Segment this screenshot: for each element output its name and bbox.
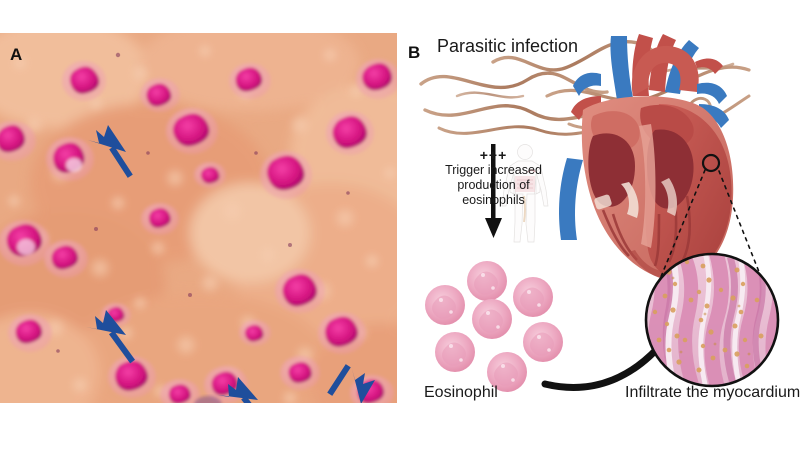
trigger-arrow [485,144,502,238]
arrow-4 [327,364,375,403]
trigger-caption: Trigger increased production of eosinoph… [397,163,590,207]
heart-zoom-marker [701,153,721,173]
panel-a-letter: A [10,45,23,64]
panel-a-micrograph [0,33,397,403]
panel-b-letter: B [408,43,421,62]
panel-b-diagram: Parasitic infection +++ Trigger increase… [397,0,800,450]
arrow-2 [86,310,136,364]
infiltrate-myocardium-label: Infiltrate the myocardium [625,384,800,401]
annotation-arrows [86,125,375,403]
parasitic-infection-title: Parasitic infection [437,36,579,56]
myocardium-inset [644,252,780,388]
eosinophil-cell [435,332,475,372]
arrow-1 [88,125,133,178]
trigger-line-2: production of [457,177,530,192]
eosinophil-cell [523,322,563,362]
trigger-line-3: eosinophils [462,192,525,207]
eosinophil-cell [472,299,512,339]
eosinophil-label: Eosinophil [424,384,498,401]
human-body-icon [501,144,549,243]
trigger-line-1: Trigger increased [445,163,542,177]
zoom-leader-lines [652,169,768,297]
heart-illustration [559,34,734,280]
eosinophil-cells [425,261,563,392]
eosinophil-cell [425,285,465,325]
arrow-3 [218,377,267,403]
panel-b-graphics [419,34,780,392]
eosinophil-cell [513,277,553,317]
plus-sign-label: +++ [479,147,508,163]
micrograph-image [0,33,397,403]
eosinophil-cell [467,261,507,301]
